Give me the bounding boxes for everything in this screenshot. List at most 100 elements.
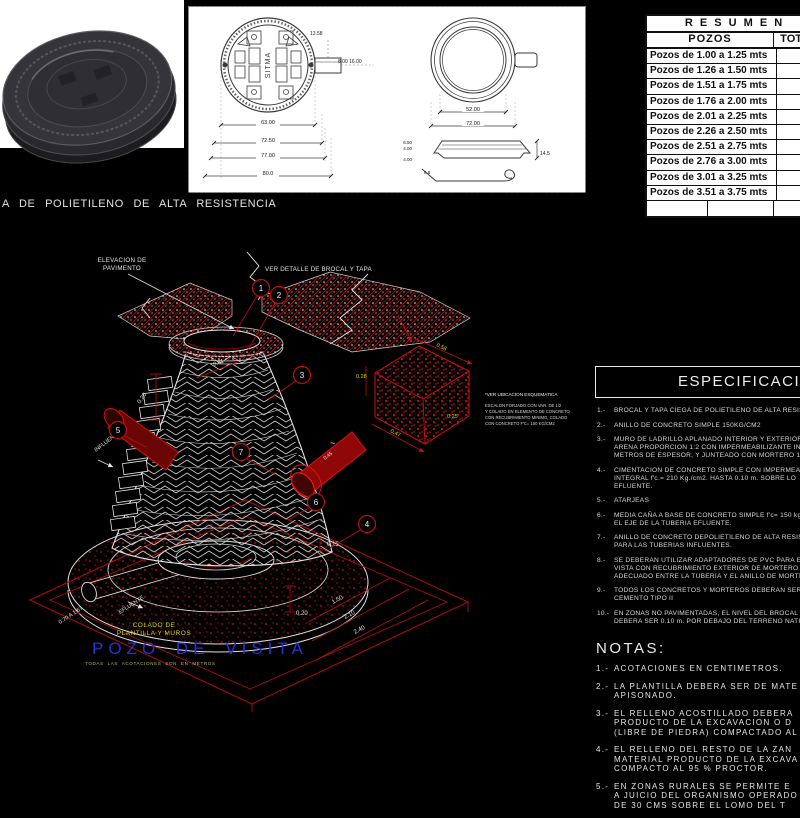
table-row: Pozos de 3.01 a 3.25 mts — [647, 170, 800, 186]
dim-label: 0.15 — [327, 542, 339, 548]
dim-label: 63.00 — [261, 120, 275, 126]
plan-panel: 13.58 8.00 16.00 63.00 72.50 77.00 80.0 — [188, 6, 586, 193]
dim-label: 4.00 — [403, 157, 412, 162]
torn-edge-line — [329, 273, 369, 345]
table-row: Pozos de 1.76 a 2.00 mts — [647, 94, 800, 110]
nota-item: 1.-ACOTACIONES EN CENTIMETROS. — [596, 664, 783, 673]
dim-label: 1.50 — [331, 595, 345, 606]
table-row: Pozos de 1.00 a 1.25 mts — [647, 49, 800, 65]
dim-label: 6.50 — [403, 140, 412, 145]
callout-number: 5 — [116, 426, 121, 435]
resumen-table: R E S U M E N POZOS TOTAL Pozos de 1.00 … — [645, 14, 800, 218]
column-header-pozos: POZOS — [647, 33, 774, 47]
callouts: 1 2 3 5 7 6 4 — [108, 278, 377, 549]
cover-photo — [0, 0, 184, 164]
dim-label: 0.20 — [296, 611, 308, 617]
pavement-hatch — [117, 251, 471, 353]
spec-item: 5.-ATARJEAS — [597, 497, 650, 504]
drawing-title: POZO DE VISITA — [92, 639, 308, 658]
notas-list: 1.-ACOTACIONES EN CENTIMETROS. 2.-LA PLAN… — [596, 664, 800, 810]
dim-label: 0.45 — [323, 451, 335, 462]
dim-label: 13.58 — [310, 31, 323, 37]
caida-range-label: 0.70 A 1.67 — [58, 606, 84, 626]
spec-item: 10.-EN ZONAS NO PAVIMENTADAS, EL NIVEL D… — [597, 609, 800, 625]
especificaciones-panel: ESPECIFICACIONES 1.-BROCAL Y TAPA CIEGA … — [595, 366, 800, 632]
table-row: Pozos de 2.26 a 2.50 mts — [647, 124, 800, 141]
especificaciones-title: ESPECIFICACIONES — [678, 373, 800, 390]
ring-plan-view: 52.00 72.00 — [428, 17, 538, 129]
cover-dimensions: 63.00 72.50 77.00 80.0 — [202, 76, 334, 179]
detail-note-title: *VER UBICACION ESQUEMATICA — [485, 392, 558, 397]
resumen-footer — [647, 200, 800, 216]
table-row: Pozos de 1.26 a 1.50 mts — [647, 64, 800, 80]
spec-item: 8.-SE DEBERAN UTILIZAR ADAPTADORES DE PV… — [597, 556, 800, 580]
callout-number: 4 — [365, 520, 370, 529]
dimensions — [150, 361, 429, 661]
spec-item: 6.-MEDIA CAÑA A BASE DE CONCRETO SIMPLE … — [597, 511, 800, 527]
table-row: Pozos de 2.76 a 3.00 mts — [647, 155, 800, 171]
detail-dim: 0.47 — [389, 428, 401, 438]
dim-label: 14.5 — [540, 151, 550, 157]
table-row: Pozos de 2.01 a 2.25 mts — [647, 109, 800, 125]
cover-plan-view: 13.58 8.00 16.00 — [220, 17, 374, 113]
cover-brand-label: SITMA — [265, 52, 272, 78]
detail-note-line: Y COLADO EN ELEMENTO DE CONCRETO — [485, 409, 570, 414]
resumen-header: POZOS TOTAL — [647, 33, 800, 49]
column-header-total: TOTAL — [780, 33, 800, 45]
detail-box: 0.58 0.28 0.25 0.47 *VER UBICACION ESQUE… — [356, 315, 570, 453]
callout-number: 7 — [239, 448, 244, 457]
table-row: Pozos de 1.51 a 1.75 mts — [647, 79, 800, 95]
especificaciones-title-box: ESPECIFICACIONES — [595, 366, 800, 398]
dim-label: 80.0 — [263, 171, 274, 177]
drawing-subtitle: TODAS LAS ACOTACIONES SON EN METROS — [85, 661, 216, 666]
detail-note-line: ESCALON FORJADO CON VAR. DE 1/2 — [485, 403, 562, 408]
spec-item: 9.-TODOS LOS CONCRETOS Y MORTEROS DEBERA… — [597, 587, 800, 602]
callout-number: 1 — [259, 284, 264, 293]
dim-label: 6.8 — [424, 170, 431, 175]
detail-dim: 0.28 — [356, 374, 367, 380]
spec-item: 7.-ANILLO DE CONCRETO DEPOLIETILENO DE A… — [597, 534, 800, 549]
elevacion-label2: PAVIMENTO — [103, 265, 141, 272]
spec-item: 2.-ANILLO DE CONCRETO SIMPLE 150KG/CM2 — [597, 421, 761, 429]
isometric-manhole-drawing: 0.45 ELEVACION DE PAVIMENTO VER DETALLE … — [28, 251, 570, 712]
especificaciones-list: 1.-BROCAL Y TAPA CIEGA DE POLIETILENO DE… — [595, 407, 800, 626]
dim-label: 8.00 16.00 — [338, 59, 362, 65]
detail-dim: 0.58 — [435, 342, 447, 352]
callout-number: 3 — [300, 371, 305, 380]
dim-label: 2.40 — [353, 625, 367, 636]
callout-number: 6 — [314, 498, 319, 507]
detail-note-line: CON RECUBRIMIENTO MINIMO, COLADO — [485, 415, 568, 420]
dim-label: 4.00 — [403, 146, 412, 151]
manhole-cover-photo — [2, 30, 177, 164]
dim-label: 0.20 — [137, 392, 149, 406]
notas-title: NOTAS: — [596, 640, 666, 657]
resumen-title: R E S U M E N — [647, 16, 800, 33]
callout-number: 2 — [277, 291, 282, 300]
tilde-mark: ~ — [330, 438, 335, 448]
dim-label: 52.00 — [466, 107, 480, 113]
photo-caption: A DE POLIETILENO DE ALTA RESISTENCIA — [2, 198, 277, 210]
dim-label: 72.00 — [466, 121, 480, 127]
side-section-view: 14.5 6.50 4.00 4.00 6.8 — [403, 138, 550, 182]
detail-note-line: CON CONCRETO F'C= 150 KG/CM2 — [485, 421, 555, 426]
colado-label: COLADO DE PLANTILLA Y MUROS — [116, 622, 192, 637]
dim-label: 0.61 — [213, 359, 225, 368]
ver-detalle-label: VER DETALLE DE BROCAL Y TAPA — [265, 266, 372, 273]
brocal-opening — [168, 326, 284, 365]
brick-cone — [111, 351, 333, 567]
dim-label: 77.00 — [261, 153, 275, 159]
table-row: Pozos de 2.51 a 2.75 mts — [647, 140, 800, 156]
notas-panel: NOTAS: 1.-ACOTACIONES EN CENTIMETROS. 2.-… — [596, 640, 800, 818]
excavation-outline — [28, 499, 470, 712]
spec-item: 3.-MURO DE LADRILLO APLANADO INTERIOR Y … — [597, 436, 800, 459]
elevacion-label: ELEVACION DE — [98, 257, 147, 264]
table-row: Pozos de 3.51 a 3.75 mts — [647, 185, 800, 201]
spec-item: 1.-BROCAL Y TAPA CIEGA DE POLIETILENO DE… — [597, 407, 800, 414]
spec-item: 4.-CIMENTACION DE CONCRETO SIMPLE CON IM… — [597, 466, 800, 490]
